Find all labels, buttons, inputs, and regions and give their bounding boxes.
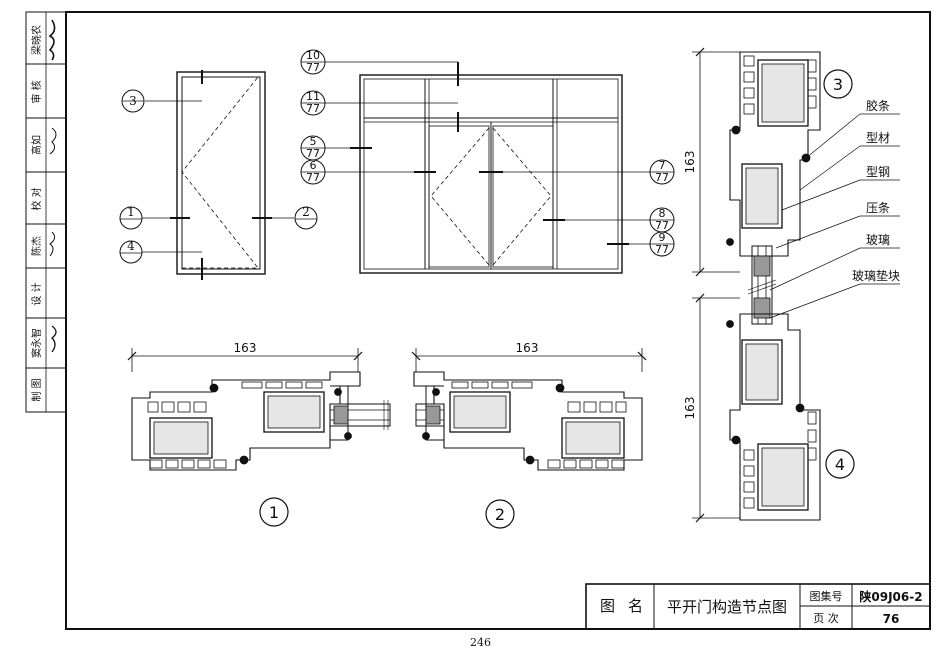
callout-5: 5 bbox=[310, 135, 317, 148]
dim-163-section-4: 163 bbox=[683, 397, 697, 420]
callout-7-den: 77 bbox=[655, 171, 669, 184]
callout-11-den: 77 bbox=[306, 102, 320, 115]
sidebar-name-1: 梁晓农 bbox=[30, 25, 43, 55]
page-no-label: 页 次 bbox=[813, 611, 839, 625]
material-leaders bbox=[769, 113, 900, 319]
page-no-value: 76 bbox=[883, 612, 900, 626]
section-label-3: 3 bbox=[833, 75, 843, 94]
title-block bbox=[585, 583, 931, 630]
callout-5-den: 77 bbox=[306, 147, 320, 160]
tb-label-ming: 名 bbox=[628, 597, 643, 615]
tb-label-tu: 图 bbox=[600, 597, 615, 615]
sidebar-name-4: 窦永智 bbox=[30, 328, 43, 358]
callout-11: 11 bbox=[306, 90, 320, 103]
section-3-4-profile bbox=[692, 47, 821, 523]
dim-163-section-2: 163 bbox=[516, 341, 539, 355]
callout-1: 1 bbox=[127, 205, 135, 219]
section-label-2: 2 bbox=[495, 505, 505, 524]
callout-group-left: 3 1 2 4 bbox=[119, 89, 318, 264]
material-labels: 胶条 型材 型钢 压条 玻璃 玻璃垫块 bbox=[852, 98, 900, 283]
atlas-no-value: 陕09J06-2 bbox=[859, 589, 922, 604]
callout-6-den: 77 bbox=[306, 171, 320, 184]
callout-9: 9 bbox=[659, 231, 666, 244]
sidebar-name-2: 高如 bbox=[30, 135, 43, 155]
sidebar-role-2: 校 对 bbox=[30, 187, 43, 210]
elevation-single-door bbox=[142, 70, 294, 280]
sidebar-role-4: 制 图 bbox=[30, 378, 43, 401]
label-seal-strip: 胶条 bbox=[866, 98, 890, 113]
label-glazing-bead: 压条 bbox=[866, 201, 890, 215]
callout-8-den: 77 bbox=[655, 219, 669, 232]
callout-6: 6 bbox=[310, 159, 317, 172]
callout-8: 8 bbox=[659, 207, 666, 220]
section-2-profile bbox=[411, 348, 647, 471]
label-steel-reinforcement: 型钢 bbox=[866, 165, 890, 179]
atlas-no-label: 图集号 bbox=[810, 589, 843, 603]
section-number-labels: 1 2 3 4 bbox=[259, 69, 855, 529]
callout-7: 7 bbox=[659, 159, 666, 172]
label-glass: 玻璃 bbox=[866, 233, 890, 247]
section-1-profile bbox=[127, 348, 391, 471]
callout-2: 2 bbox=[302, 205, 310, 219]
title-block-text: 图 名 平开门构造节点图 图集号 陕09J06-2 页 次 76 bbox=[600, 589, 923, 626]
dim-163-section-1: 163 bbox=[234, 341, 257, 355]
drawing-title: 平开门构造节点图 bbox=[667, 598, 787, 616]
signature-sidebar: 梁晓农 审 核 高如 校 对 陈杰 设 计 窦永智 制 图 bbox=[25, 11, 67, 413]
callout-9-den: 77 bbox=[655, 243, 669, 256]
callout-10-den: 77 bbox=[306, 61, 320, 74]
section-label-1: 1 bbox=[269, 503, 279, 522]
dim-163-section-3: 163 bbox=[683, 151, 697, 174]
callout-10: 10 bbox=[306, 49, 320, 62]
sidebar-role-3: 设 计 bbox=[30, 282, 43, 305]
page-number: 246 bbox=[470, 636, 491, 649]
label-profile: 型材 bbox=[866, 131, 890, 145]
sidebar-role-1: 审 核 bbox=[30, 80, 43, 103]
elevation-double-door bbox=[325, 61, 650, 274]
label-glass-setting-block: 玻璃垫块 bbox=[852, 268, 900, 283]
callout-group-right: 10 77 11 77 5 77 6 77 7 77 8 77 9 77 bbox=[300, 49, 675, 257]
sidebar-name-3: 陈杰 bbox=[30, 236, 43, 256]
section-label-4: 4 bbox=[835, 455, 845, 474]
callout-4: 4 bbox=[127, 239, 135, 253]
